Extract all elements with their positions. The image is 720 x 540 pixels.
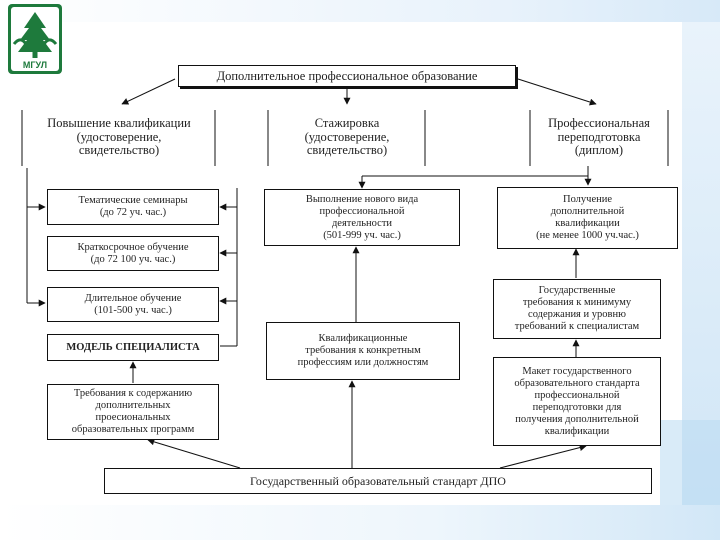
box-new-activity: Выполнение нового вида профессиональной …	[264, 189, 460, 246]
box-standard-model: Макет государственного образовательного …	[493, 357, 661, 446]
box-short-term-training: Краткосрочное обучение (до 72 100 уч. ча…	[47, 236, 219, 271]
box-content-requirements: Требования к содержанию дополнительных п…	[47, 384, 219, 440]
box-qualification-requirements: Квалификационные требования к конкретным…	[266, 322, 460, 380]
diagram-title: Дополнительное профессиональное образова…	[178, 65, 516, 87]
box-thematic-seminars: Тематические семинары (до 72 уч. час.)	[47, 189, 219, 225]
column-retraining: Профессиональная переподготовка (диплом)	[548, 116, 650, 157]
header-band	[0, 0, 720, 22]
box-state-requirements: Государственные требования к минимуму со…	[493, 279, 661, 339]
column-qualification: Повышение квалификации (удостоверение, с…	[47, 116, 191, 157]
bottom-decor-band	[0, 505, 720, 540]
box-state-standard: Государственный образовательный стандарт…	[104, 468, 652, 494]
box-specialist-model: МОДЕЛЬ СПЕЦИАЛИСТА	[47, 334, 219, 361]
box-long-term-training: Длительное обучение (101-500 уч. час.)	[47, 287, 219, 322]
box-additional-qualification: Получение дополнительной квалификации (н…	[497, 187, 678, 249]
university-logo: МГУЛ	[8, 4, 62, 74]
logo-text: МГУЛ	[23, 60, 47, 70]
column-internship: Стажировка (удостоверение, свидетельство…	[304, 116, 390, 157]
